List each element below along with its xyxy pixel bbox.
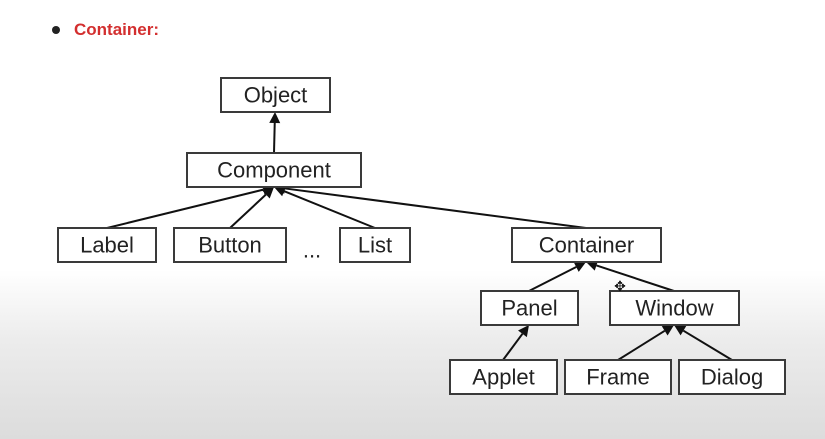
node-dialog-label: Dialog (701, 365, 763, 390)
node-object-label: Object (244, 83, 308, 108)
node-window-label: Window (635, 296, 713, 321)
node-container: Container (511, 227, 662, 263)
arrowhead-icon (262, 187, 274, 199)
node-window: Window (609, 290, 740, 326)
edge-line (617, 329, 666, 361)
edge-panel-to-container (528, 262, 586, 292)
edge-dialog-to-window (674, 325, 733, 361)
arrowhead-icon (661, 325, 674, 336)
edge-line (596, 264, 675, 292)
edge-list-to-component (274, 186, 376, 229)
edge-line (283, 190, 376, 229)
edge-line (273, 122, 276, 154)
node-button: Button (173, 227, 287, 263)
node-list-label: List (358, 233, 392, 258)
move-cursor-icon: ✥ (614, 279, 626, 295)
bullet-dot-icon (52, 26, 60, 34)
node-button-label: Button (198, 233, 262, 258)
edge-line (106, 188, 264, 229)
node-label: Label (57, 227, 157, 263)
node-applet: Applet (449, 359, 558, 395)
node-component-label: Component (217, 158, 331, 183)
edge-line (284, 187, 587, 229)
node-label-label: Label (80, 233, 134, 258)
node-object: Object (220, 77, 331, 113)
node-list: List (339, 227, 411, 263)
arrowhead-icon (518, 325, 529, 338)
node-ellipsis: ... (303, 238, 321, 263)
node-panel: Panel (480, 290, 579, 326)
edge-frame-to-window (617, 325, 674, 361)
edge-button-to-component (229, 187, 274, 229)
edge-line (528, 266, 577, 292)
arrowhead-icon (269, 112, 281, 124)
bullet-label: Container: (74, 20, 159, 39)
node-container-label: Container (539, 233, 634, 258)
node-applet-label: Applet (472, 365, 534, 390)
edge-line (502, 333, 524, 361)
arrowhead-icon (573, 262, 586, 272)
node-frame: Frame (564, 359, 672, 395)
node-ellipsis-label: ... (303, 238, 321, 263)
edge-line (229, 193, 267, 229)
node-component: Component (186, 152, 362, 188)
edge-applet-to-panel (502, 325, 529, 361)
edge-window-to-container (586, 260, 675, 292)
svg-text:✥: ✥ (614, 279, 626, 295)
bullet-item: Container: (52, 18, 159, 42)
edges-layer (106, 112, 733, 361)
node-panel-label: Panel (501, 296, 557, 321)
edge-label-to-component (106, 184, 274, 229)
node-dialog: Dialog (678, 359, 786, 395)
arrowhead-icon (674, 325, 687, 336)
edge-line (682, 329, 733, 361)
nodes-layer: Object Component Label Button ... List C… (57, 77, 786, 395)
node-frame-label: Frame (586, 365, 650, 390)
edge-component-to-object (269, 112, 281, 154)
